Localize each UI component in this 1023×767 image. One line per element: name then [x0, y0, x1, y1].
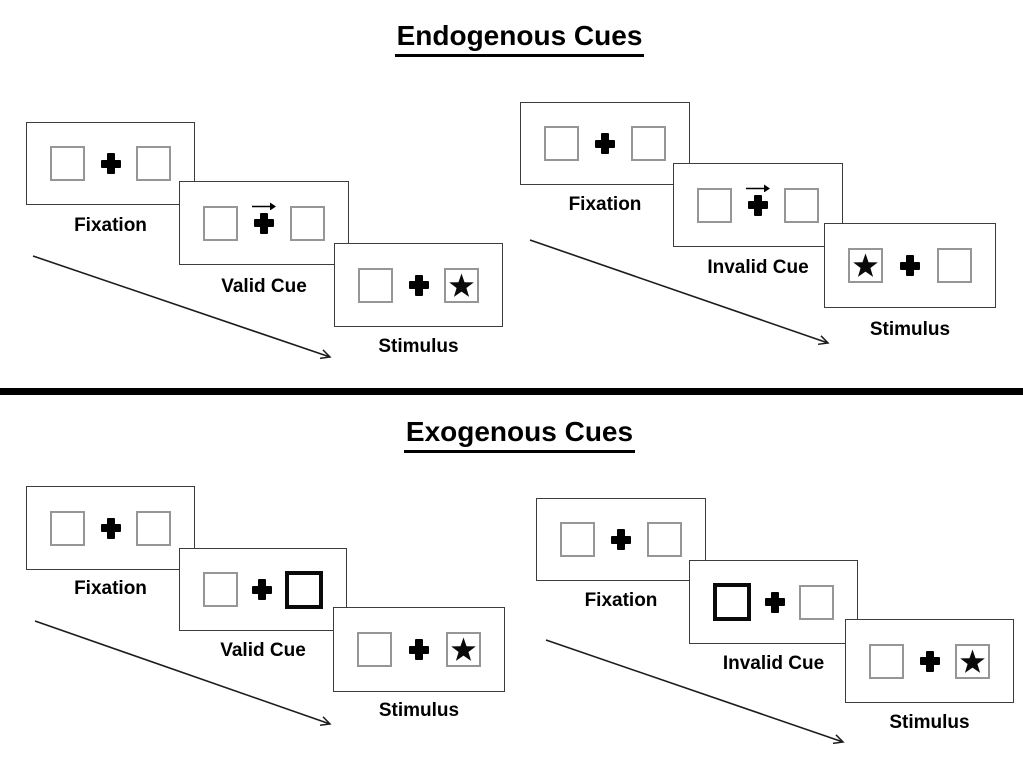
- placeholder-square-left: [50, 510, 85, 546]
- fixation-cross: [408, 274, 429, 296]
- fixation-cross: [900, 255, 920, 276]
- cue-square-right: [285, 570, 323, 609]
- section-divider: [0, 388, 1023, 395]
- stimulus-panel: [334, 243, 503, 327]
- placeholder-square-left: [357, 632, 392, 667]
- plus-icon: [408, 274, 429, 296]
- plus-icon: [900, 255, 920, 276]
- section-title-endogenous: Endogenous Cues: [0, 20, 1023, 57]
- placeholder-square-left: [358, 267, 393, 303]
- diagonal-arrow-icon: [529, 239, 828, 343]
- placeholder-square-right: [937, 248, 972, 283]
- stimulus-square-right: [446, 632, 481, 667]
- section-title-exogenous: Exogenous Cues: [0, 416, 1023, 453]
- placeholder-square-right: [647, 522, 682, 557]
- stimulus-panel: [824, 223, 996, 308]
- fixation-cross: [746, 184, 770, 216]
- panel-label: Valid Cue: [220, 640, 306, 661]
- placeholder-square-left: [203, 572, 238, 607]
- plus-icon: [765, 591, 785, 613]
- panel-label: Fixation: [584, 590, 658, 611]
- panel-label: Stimulus: [869, 319, 951, 340]
- cue-panel: [179, 548, 347, 631]
- placeholder-square-right: [136, 510, 171, 546]
- placeholder-square-right: [136, 146, 171, 181]
- plus-icon: [254, 212, 274, 234]
- star-icon: [853, 253, 878, 277]
- placeholder-square-left: [697, 187, 732, 223]
- fixation-cross: [252, 202, 276, 234]
- fixation-panel: [520, 102, 690, 185]
- stimulus-square-right: [444, 267, 479, 303]
- plus-icon: [251, 579, 272, 600]
- fixation-cross: [251, 579, 272, 600]
- fixation-cross: [611, 529, 631, 550]
- plus-icon: [100, 153, 121, 174]
- placeholder-square-right: [784, 187, 819, 223]
- panel-label: Invalid Cue: [707, 257, 809, 278]
- panel-label: Stimulus: [889, 712, 970, 733]
- star-icon: [960, 648, 985, 673]
- cue-square-left: [713, 583, 751, 621]
- fixation-cross: [765, 591, 785, 613]
- plus-icon: [748, 194, 768, 216]
- fixation-cross: [595, 133, 615, 154]
- placeholder-square-left: [544, 126, 579, 161]
- panel-label: Valid Cue: [221, 276, 307, 297]
- arrow-right-icon: [746, 184, 770, 192]
- fixation-cross: [100, 153, 121, 174]
- cue-panel: [179, 181, 349, 265]
- diagonal-arrow-icon: [32, 255, 330, 357]
- plus-icon: [100, 517, 121, 539]
- plus-icon: [611, 529, 631, 550]
- fixation-cross: [409, 639, 429, 660]
- placeholder-square-left: [869, 643, 904, 679]
- placeholder-square-right: [799, 584, 834, 620]
- panel-label: Fixation: [74, 215, 147, 236]
- stimulus-panel: [333, 607, 505, 692]
- stimulus-square-right: [955, 643, 990, 679]
- panel-label: Fixation: [74, 578, 147, 599]
- cue-panel: [689, 560, 858, 644]
- panel-label: Stimulus: [378, 336, 459, 357]
- fixation-cross: [919, 650, 940, 672]
- plus-icon: [919, 650, 940, 672]
- diagonal-arrow-icon: [34, 620, 330, 724]
- placeholder-square-right: [631, 126, 666, 161]
- placeholder-square-right: [290, 205, 325, 241]
- fixation-cross: [100, 517, 121, 539]
- section-title-text: Endogenous Cues: [394, 20, 645, 57]
- fixation-panel: [26, 122, 195, 205]
- plus-icon: [409, 639, 429, 660]
- panel-label: Fixation: [568, 194, 642, 215]
- fixation-panel: [26, 486, 195, 570]
- section-title-text: Exogenous Cues: [403, 416, 636, 453]
- fixation-panel: [536, 498, 706, 581]
- placeholder-square-left: [50, 146, 85, 181]
- stimulus-panel: [845, 619, 1014, 703]
- star-icon: [451, 637, 476, 661]
- star-icon: [449, 272, 474, 297]
- cue-panel: [673, 163, 843, 247]
- placeholder-square-left: [560, 522, 595, 557]
- stimulus-square-left: [848, 248, 883, 283]
- arrow-right-icon: [252, 202, 276, 210]
- panel-label: Invalid Cue: [722, 653, 825, 674]
- panel-label: Stimulus: [378, 700, 460, 721]
- placeholder-square-left: [203, 205, 238, 241]
- plus-icon: [595, 133, 615, 154]
